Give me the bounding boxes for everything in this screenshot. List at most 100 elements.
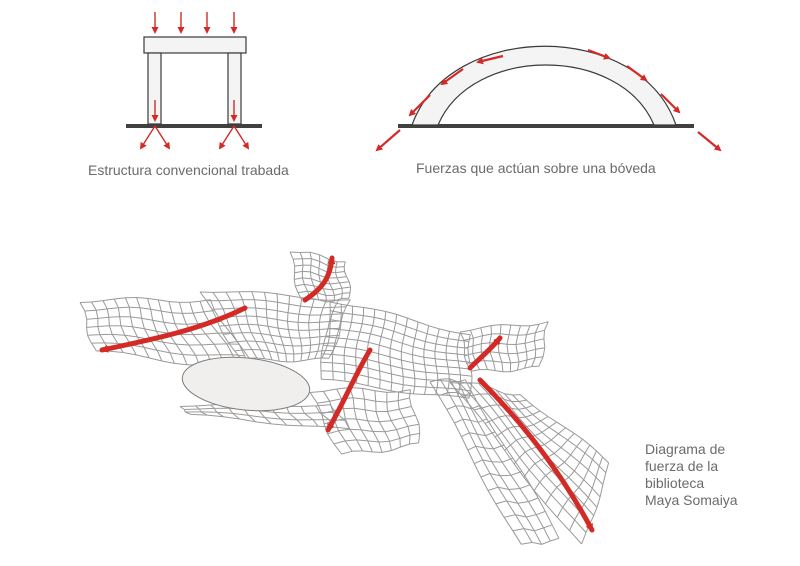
mesh-line (426, 333, 438, 337)
mesh-line (591, 487, 601, 498)
mesh-line (528, 497, 539, 503)
mesh-line (440, 378, 450, 380)
mesh-line (517, 351, 527, 354)
mesh-line (328, 327, 339, 330)
mesh-line (308, 329, 320, 331)
mesh-line (309, 271, 312, 279)
mesh-line (414, 385, 427, 388)
mesh-line (507, 426, 514, 430)
mesh-line (490, 325, 492, 335)
mesh-line (230, 300, 235, 309)
mesh-line (322, 336, 327, 346)
mesh-line (132, 326, 145, 330)
mesh-line (407, 426, 411, 436)
mesh-line (156, 330, 169, 334)
mesh-line (297, 292, 302, 300)
mesh-line (498, 342, 507, 345)
mesh-line (218, 299, 231, 302)
mesh-line (271, 423, 287, 426)
mesh-line (288, 412, 298, 421)
mesh-line (474, 459, 483, 465)
mesh-line (524, 451, 536, 464)
mesh-line (414, 338, 426, 343)
mesh-line (463, 340, 466, 349)
mesh-line (260, 333, 266, 343)
mesh-line (338, 428, 350, 432)
mesh-line (423, 356, 436, 360)
mesh-line (544, 321, 549, 331)
mesh-line (311, 278, 321, 283)
mesh-line (475, 446, 484, 461)
mesh-line (285, 353, 288, 362)
mesh-line (519, 451, 526, 458)
mesh-line (501, 361, 511, 364)
mesh-line (489, 473, 499, 488)
library-force-diagram (79, 251, 610, 545)
mesh-line (362, 387, 375, 392)
mesh-line (545, 470, 553, 476)
mesh-line (195, 405, 200, 410)
mesh-line (99, 334, 106, 344)
mesh-line (232, 412, 249, 416)
mesh-line (574, 432, 583, 440)
mesh-line (579, 452, 586, 463)
mesh-line (578, 487, 589, 498)
mesh-line (483, 360, 488, 370)
mesh-line (583, 469, 589, 480)
mesh-line (436, 365, 448, 368)
mesh-line (366, 359, 369, 369)
mesh-line (494, 431, 505, 446)
mesh-line (298, 306, 301, 315)
mesh-line (325, 295, 328, 302)
mesh-line (136, 354, 150, 359)
mesh-line (119, 316, 122, 326)
mesh-line (605, 462, 610, 473)
mesh-line (319, 411, 336, 414)
mesh-line (386, 400, 399, 403)
mesh-line (289, 303, 301, 307)
mesh-line (366, 342, 369, 351)
mesh-line (439, 328, 450, 332)
mesh-line (470, 408, 479, 423)
mesh-line (405, 318, 408, 327)
mesh-line (322, 391, 331, 402)
mesh-line (316, 292, 326, 296)
mesh-line (343, 261, 346, 267)
mesh-line (277, 352, 286, 355)
mesh-line (273, 412, 282, 420)
mesh-line (298, 313, 310, 316)
mesh-line (551, 524, 560, 539)
mesh-line (553, 447, 562, 454)
mesh-line (344, 338, 348, 348)
mesh-line (301, 351, 310, 354)
mesh-line (415, 415, 420, 425)
mesh-line (335, 271, 345, 274)
mesh-line (481, 405, 491, 409)
mesh-line (338, 299, 351, 301)
mesh-line (480, 476, 489, 491)
mesh-line (463, 337, 474, 341)
mesh-line (374, 308, 386, 312)
mesh-line (587, 488, 593, 498)
mesh-line (454, 418, 464, 424)
mesh-line (117, 307, 121, 317)
mesh-line (534, 324, 540, 333)
mesh-line (361, 429, 374, 432)
mesh-line (435, 366, 438, 374)
mesh-line (539, 475, 546, 483)
mesh-line (478, 382, 489, 395)
mesh-line (277, 327, 281, 337)
mesh-line (309, 251, 320, 256)
reaction-arrow (218, 125, 235, 150)
reaction-arrow (139, 125, 156, 150)
mesh-line (407, 317, 419, 323)
mesh-line (523, 528, 533, 543)
mesh-line (287, 304, 290, 313)
mesh-line (374, 316, 386, 321)
mesh-line (378, 345, 380, 354)
mesh-line (332, 289, 335, 296)
mesh-line (446, 394, 458, 397)
mesh-line (543, 338, 546, 348)
mesh-line (412, 386, 416, 394)
mesh-line (79, 301, 92, 303)
